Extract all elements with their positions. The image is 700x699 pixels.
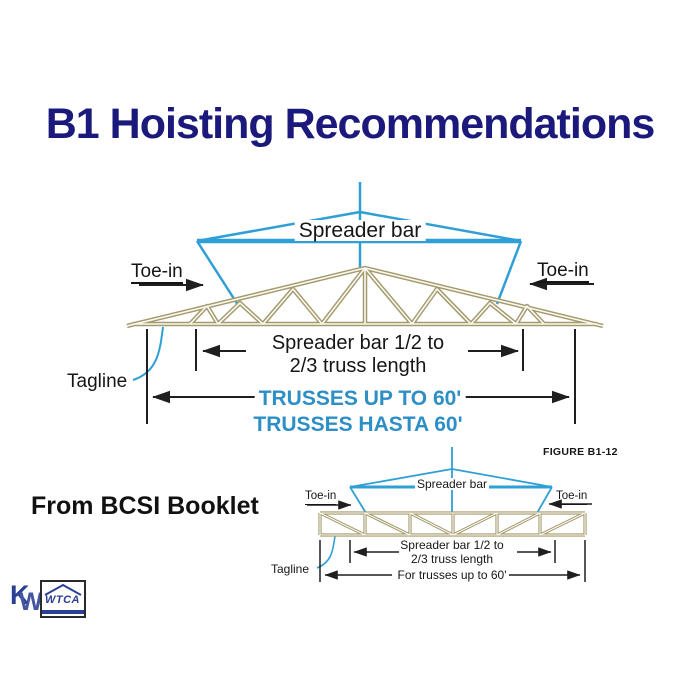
spreader-dimension-note: Spreader bar 1/2 to 2/3 truss length xyxy=(272,332,444,378)
spreader-dimension-note-small: Spreader bar 1/2 to 2/3 truss length xyxy=(400,538,503,566)
source-note: From BCSI Booklet xyxy=(31,492,259,520)
truss-length-en-label: TRUSSES UP TO 60' xyxy=(254,388,466,409)
tagline-curve xyxy=(132,326,164,381)
sling-left-line-small xyxy=(349,468,453,488)
spreader-dimension-line1-small: Spreader bar 1/2 to xyxy=(400,538,504,552)
small-truss-graphic xyxy=(318,511,587,537)
figure-label: FIGURE B1-12 xyxy=(543,446,618,458)
sling-left-line xyxy=(196,210,361,243)
page-title: B1 Hoisting Recommendations xyxy=(45,100,656,148)
wtca-logo-bar xyxy=(42,610,84,614)
spreader-dimension-line2: 2/3 truss length xyxy=(289,355,427,377)
kw-logo: K W xyxy=(10,580,43,620)
toe-in-left-label-small: Toe-in xyxy=(305,490,337,505)
truss-length-es-label: TRUSSES HASTA 60' xyxy=(253,413,463,436)
kw-logo-letter-w: W xyxy=(19,588,43,616)
tagline-label-small: Tagline xyxy=(271,562,310,576)
small-dimension-lines xyxy=(307,499,592,582)
toe-in-right-label: Toe-in xyxy=(537,260,589,283)
main-dimension-lines xyxy=(139,277,594,424)
wtca-logo-text: WTCA xyxy=(45,594,80,606)
roof-truss-icon xyxy=(44,583,82,596)
spreader-bar-label-small: Spreader bar xyxy=(414,477,490,491)
toe-in-sling-right-line-small xyxy=(536,486,553,514)
sling-right-line-small xyxy=(451,468,553,488)
main-truss-graphic xyxy=(127,268,603,326)
spreader-bar-label: Spreader bar xyxy=(294,220,426,241)
wtca-logo: WTCA xyxy=(40,580,86,618)
kw-logo-letter-k: K xyxy=(10,580,30,610)
toe-in-left-label: Toe-in xyxy=(131,261,183,284)
toe-in-right-label-small: Toe-in xyxy=(556,490,588,505)
spreader-dimension-line2-small: 2/3 truss length xyxy=(410,552,494,566)
spreader-dimension-line1: Spreader bar 1/2 to xyxy=(271,332,445,354)
truss-length-label-small: For trusses up to 60' xyxy=(397,568,507,582)
sling-right-line xyxy=(359,210,522,243)
toe-in-sling-left-line xyxy=(195,240,240,306)
company-logo: K W WTCA xyxy=(10,580,86,620)
toe-in-sling-left-line-small xyxy=(349,486,367,514)
toe-in-sling-right-line xyxy=(495,240,523,305)
tagline-label: Tagline xyxy=(67,371,128,392)
